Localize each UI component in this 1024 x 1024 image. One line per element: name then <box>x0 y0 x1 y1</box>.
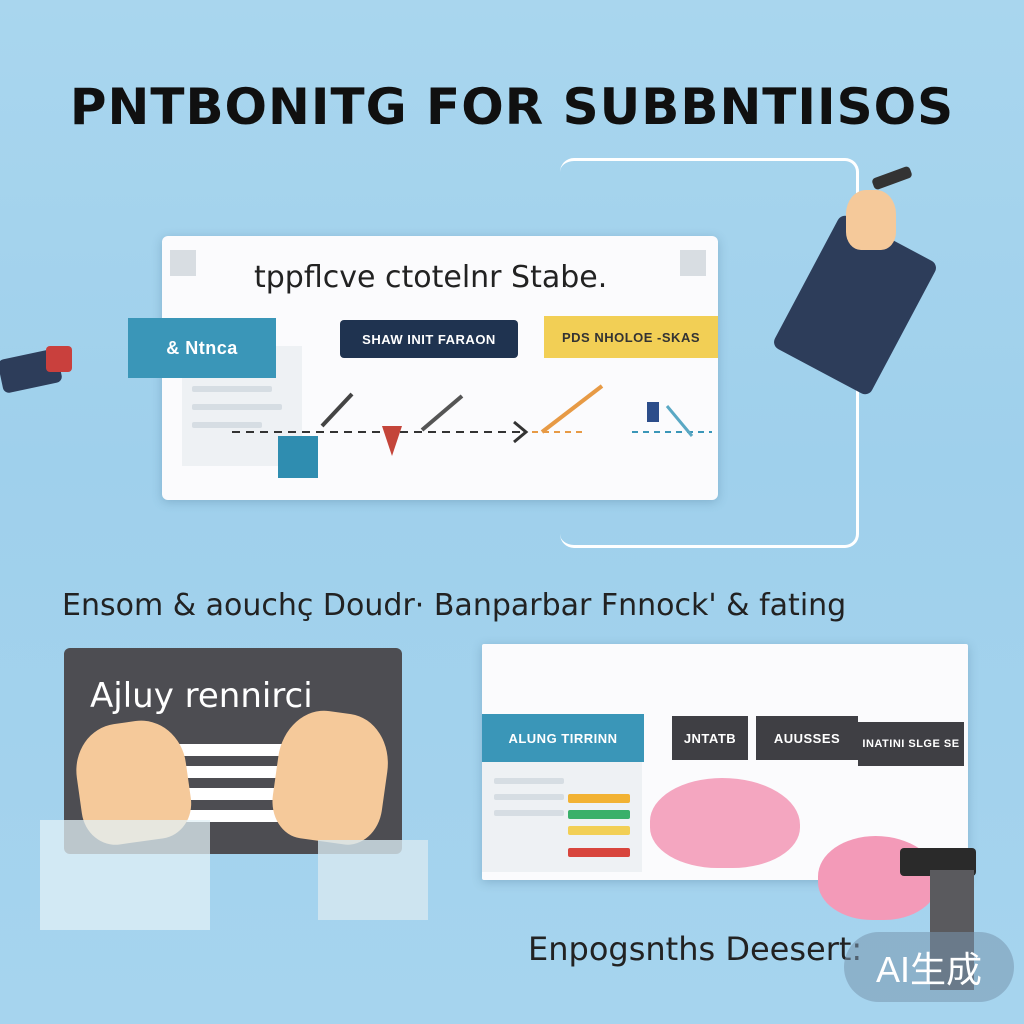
tag-navy: SHAW INIT FARAON <box>340 320 518 358</box>
laptop-heading: Ajluy rennirci <box>90 676 313 716</box>
hand-illustration <box>846 190 896 250</box>
ai-generated-badge: AI生成 <box>844 932 1014 1002</box>
text-line <box>494 794 564 800</box>
green-bar <box>568 810 630 819</box>
piggy-bank-icon <box>650 778 800 868</box>
right-sleeve-illustration <box>318 840 428 920</box>
red-cuff-icon <box>46 346 72 372</box>
text-line <box>494 778 564 784</box>
tag-teal: & Ntnca <box>128 318 276 378</box>
top-panel-heading: tppflcve ctotelnr Stabe. <box>254 260 608 295</box>
text-line <box>192 404 282 410</box>
flow-arrows-graphic <box>232 384 712 456</box>
text-line <box>494 810 564 816</box>
document-illustration <box>482 762 642 872</box>
grey-square-icon <box>170 250 196 276</box>
middle-caption: Ensom & aouchç Doudr· Banparbar Fnnock' … <box>62 588 847 623</box>
tag-dark-1: JNTATB <box>672 716 748 760</box>
grey-square-icon <box>680 250 706 276</box>
tag-yellow: PDS NHOLOE -SKAS <box>544 316 718 358</box>
left-sleeve-illustration <box>40 820 210 930</box>
orange-bar <box>568 794 630 803</box>
tag-dark-2: AUUSSES <box>756 716 858 760</box>
tag-dark-3: INATINI SLGE SE <box>858 722 964 766</box>
bottom-caption: Enpogsnths Deesert: <box>528 930 863 968</box>
tag-teal-bottom: ALUNG TIRRINN <box>482 714 644 762</box>
top-panel: tppflcve ctotelnr Stabe. SHAW INIT FARAO… <box>162 236 718 500</box>
text-line <box>192 386 272 392</box>
poster-title: PNTBONITG FOR SUBBNTIISOS <box>69 78 955 136</box>
text-line <box>192 422 262 428</box>
yellow-bar <box>568 826 630 835</box>
pen-icon <box>871 165 913 191</box>
red-bar <box>568 848 630 857</box>
teal-block <box>278 436 318 478</box>
